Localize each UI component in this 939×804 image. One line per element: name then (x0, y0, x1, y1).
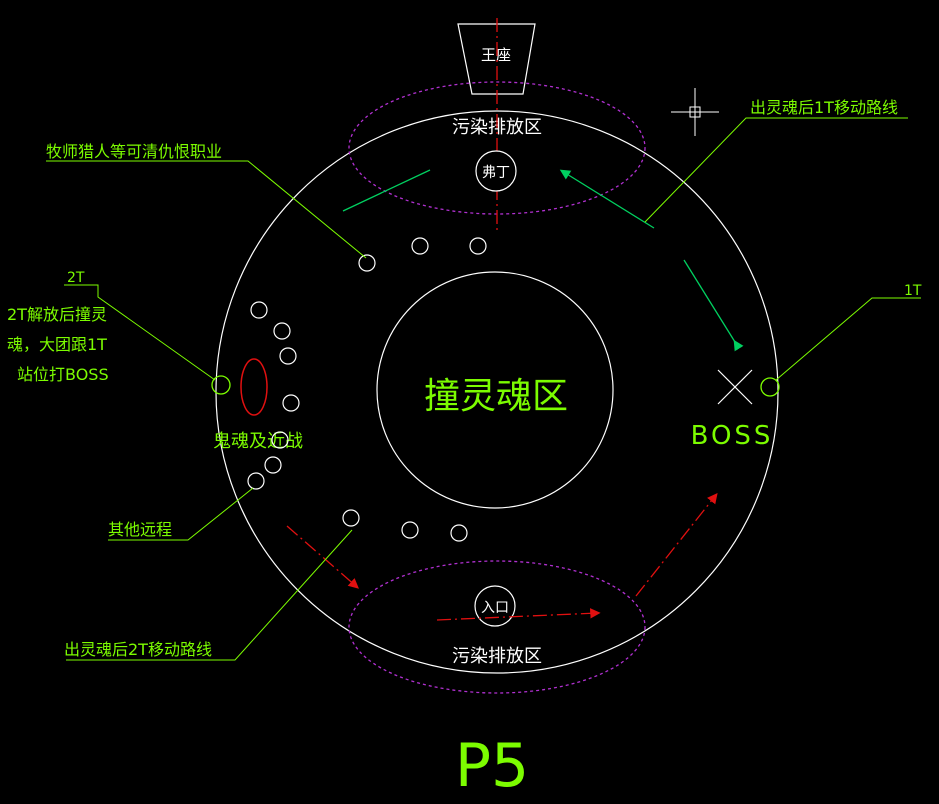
page-label: P5 (455, 731, 529, 801)
bottom-zone (348, 560, 646, 694)
crosshair-icon (671, 88, 719, 136)
center-circle (376, 271, 614, 509)
t1-route-callout: 出灵魂后1T移动路线 (750, 98, 898, 117)
bottom-zone-label: 污染排放区 (452, 646, 542, 667)
player-marker (279, 347, 297, 365)
t2-note-line-2: 魂，大团跟1T (7, 335, 107, 354)
player-marker (401, 521, 419, 539)
t1-callout: 1T (904, 283, 922, 299)
player-marker (250, 301, 268, 319)
priest-hunter-callout: 牧师猎人等可清仇恨职业 (46, 142, 222, 161)
player-markers (247, 237, 487, 542)
throne-shape (457, 23, 536, 95)
t2-route-callout: 出灵魂后2T移动路线 (64, 640, 212, 659)
player-marker (411, 237, 429, 255)
player-marker (342, 509, 360, 527)
boss-label: BOSS (691, 421, 774, 451)
t2-note-line-1: 2T解放后撞灵 (7, 305, 107, 324)
t1-route-path (342, 169, 744, 352)
player-marker (264, 456, 282, 474)
tank1-position (760, 377, 780, 397)
left-group-label: 鬼魂及近战 (213, 431, 303, 452)
t2-route-path (286, 492, 718, 621)
t2-note-line-3: 站位打BOSS (17, 365, 109, 384)
player-marker (469, 237, 487, 255)
top-marker-circle (475, 150, 517, 192)
bottom-marker-circle (474, 585, 516, 627)
t2-callout: 2T (67, 270, 85, 286)
bottom-marker-label: 入口 (481, 600, 509, 616)
tank2-position (211, 375, 231, 395)
player-marker (273, 322, 291, 340)
player-marker (358, 254, 376, 272)
player-marker (450, 524, 468, 542)
callout-lines (46, 117, 921, 661)
throne-label: 王座 (481, 46, 511, 64)
player-marker (271, 431, 289, 449)
ghost-melee-area (240, 358, 268, 416)
player-marker (282, 394, 300, 412)
center-zone-label: 撞灵魂区 (424, 376, 568, 417)
top-marker-label: 弗丁 (482, 165, 510, 181)
other-ranged-callout: 其他远程 (108, 520, 172, 539)
player-marker (247, 472, 265, 490)
boss-x-icon (717, 369, 753, 405)
